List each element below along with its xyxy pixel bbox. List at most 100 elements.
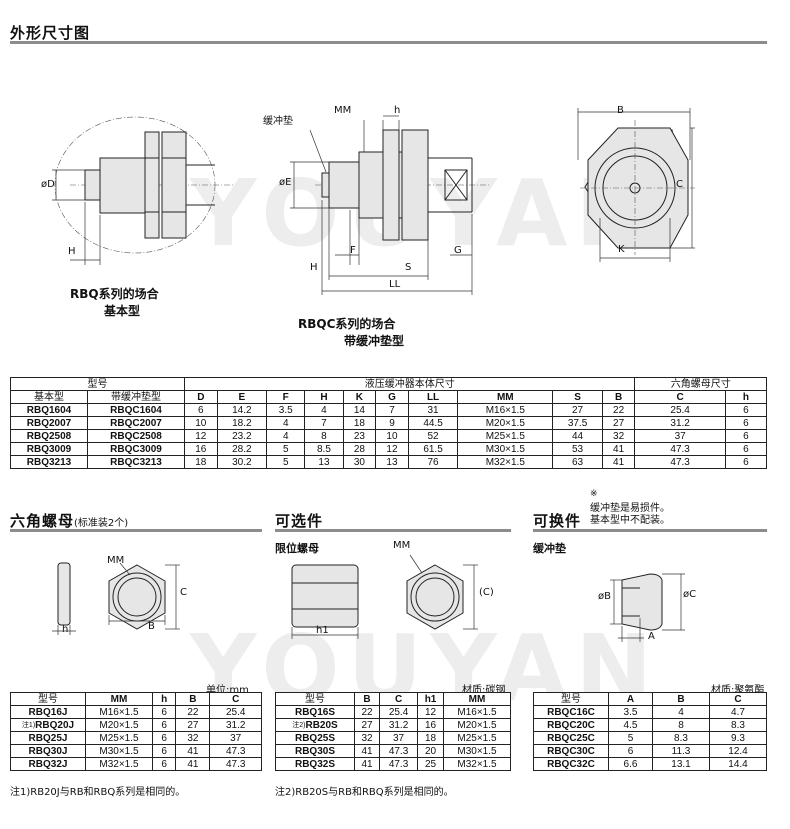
table-cell: 10: [184, 416, 218, 430]
optional-item: 限位螺母: [275, 542, 319, 555]
hex-nut-title-text: 六角螺母: [10, 512, 75, 530]
table-cell: 6: [151, 757, 177, 771]
table-cell: 25.4: [379, 705, 419, 719]
rbq-caption-1: RBQ系列的场合: [70, 287, 159, 301]
rbqc-label-H: H: [310, 262, 318, 273]
table-cell: 5: [266, 442, 306, 456]
table-cell: RBQ32J: [10, 757, 86, 771]
table-cell: 11.3: [652, 744, 710, 758]
stop-table-note: 注2)RB20S与RB和RBQ系列是相同的。: [275, 787, 454, 798]
table-cell: 52: [407, 429, 459, 443]
table-cell: M25×1.5: [457, 429, 554, 443]
table-cell: M25×1.5: [85, 731, 153, 745]
main-header: E: [216, 390, 268, 404]
optional-rule: [275, 529, 511, 532]
table-cell: 6: [151, 705, 177, 719]
table-cell: 41: [601, 442, 636, 456]
pad-label-A: A: [648, 631, 655, 642]
table-cell: 47.3: [634, 442, 726, 456]
table-cell: 注1)RBQ20J: [10, 718, 86, 732]
table-cell: 37: [209, 731, 262, 745]
main-group-body: 液压缓冲器本体尺寸: [183, 377, 636, 391]
table-cell: 6: [724, 416, 768, 430]
table-cell: 6: [724, 442, 768, 456]
table-cell: 63: [552, 455, 603, 469]
table-cell: M30×1.5: [457, 442, 554, 456]
model-code: RBQ20J: [35, 719, 75, 731]
rbqc-label-h: h: [394, 105, 401, 116]
table-cell: M32×1.5: [85, 757, 153, 771]
table-cell: RBQ3009: [10, 442, 88, 456]
table-cell: RBQ2508: [10, 429, 88, 443]
table-cell: 9: [375, 416, 409, 430]
table-cell: M16×1.5: [457, 403, 554, 417]
main-header: F: [266, 390, 306, 404]
table-cell: 47.3: [379, 744, 419, 758]
table-cell: 6: [151, 731, 177, 745]
table-cell: 6: [151, 744, 177, 758]
table-cell: 41: [175, 757, 211, 771]
table-cell: 10: [375, 429, 409, 443]
table-cell: M32×1.5: [443, 757, 511, 771]
table-cell: 8.3: [709, 718, 767, 732]
table-cell: 44.5: [407, 416, 459, 430]
main-header: 基本型: [10, 390, 88, 404]
table-cell: 41: [175, 744, 211, 758]
table-cell: 22: [353, 705, 381, 719]
table-cell: 25.4: [209, 705, 262, 719]
rbqc-label-G: G: [454, 245, 462, 256]
table-cell: 16: [184, 442, 218, 456]
table-cell: 12: [375, 442, 409, 456]
table-cell: RBQC25C: [533, 731, 609, 745]
table-cell: 18.2: [216, 416, 268, 430]
table-cell: RBQC3009: [87, 442, 185, 456]
model-code: RBQ16S: [294, 706, 335, 718]
main-header: D: [184, 390, 218, 404]
table-cell: 27: [601, 416, 636, 430]
nut-header: B: [175, 692, 211, 706]
model-code: RBQ32J: [28, 758, 68, 770]
replaceable-title: 可换件: [533, 512, 582, 530]
table-cell: RBQC2007: [87, 416, 185, 430]
table-cell: RBQC32C: [533, 757, 609, 771]
pad-label-B: øB: [598, 591, 611, 602]
table-cell: 32: [175, 731, 211, 745]
table-cell: 47.3: [209, 757, 262, 771]
table-cell: 8.5: [304, 442, 344, 456]
table-cell: 41: [601, 455, 636, 469]
table-cell: 5: [607, 731, 654, 745]
main-group-model: 型号: [10, 377, 185, 391]
table-cell: 27: [552, 403, 603, 417]
table-cell: 47.3: [379, 757, 419, 771]
table-cell: 31: [407, 403, 459, 417]
stop-label-C: (C): [479, 587, 494, 598]
nut-header: MM: [85, 692, 153, 706]
main-group-nut: 六角螺母尺寸: [634, 377, 767, 391]
model-code: RBQ25S: [294, 732, 335, 744]
table-cell: 4.5: [607, 718, 654, 732]
table-cell: 13: [304, 455, 344, 469]
table-cell: 6.6: [607, 757, 654, 771]
rbqc-caption-2: 带缓冲垫型: [344, 334, 405, 348]
table-cell: 44: [552, 429, 603, 443]
outline-title: 外形尺寸图: [10, 24, 91, 42]
table-cell: 8: [652, 718, 710, 732]
table-cell: 31.2: [209, 718, 262, 732]
nut-table-unit: 单位:mm: [206, 685, 249, 696]
table-cell: 47.3: [634, 455, 726, 469]
table-cell: 32: [353, 731, 381, 745]
table-cell: 4.7: [709, 705, 767, 719]
table-cell: 22: [601, 403, 636, 417]
stop-header: MM: [443, 692, 511, 706]
table-cell: RBQC3213: [87, 455, 185, 469]
